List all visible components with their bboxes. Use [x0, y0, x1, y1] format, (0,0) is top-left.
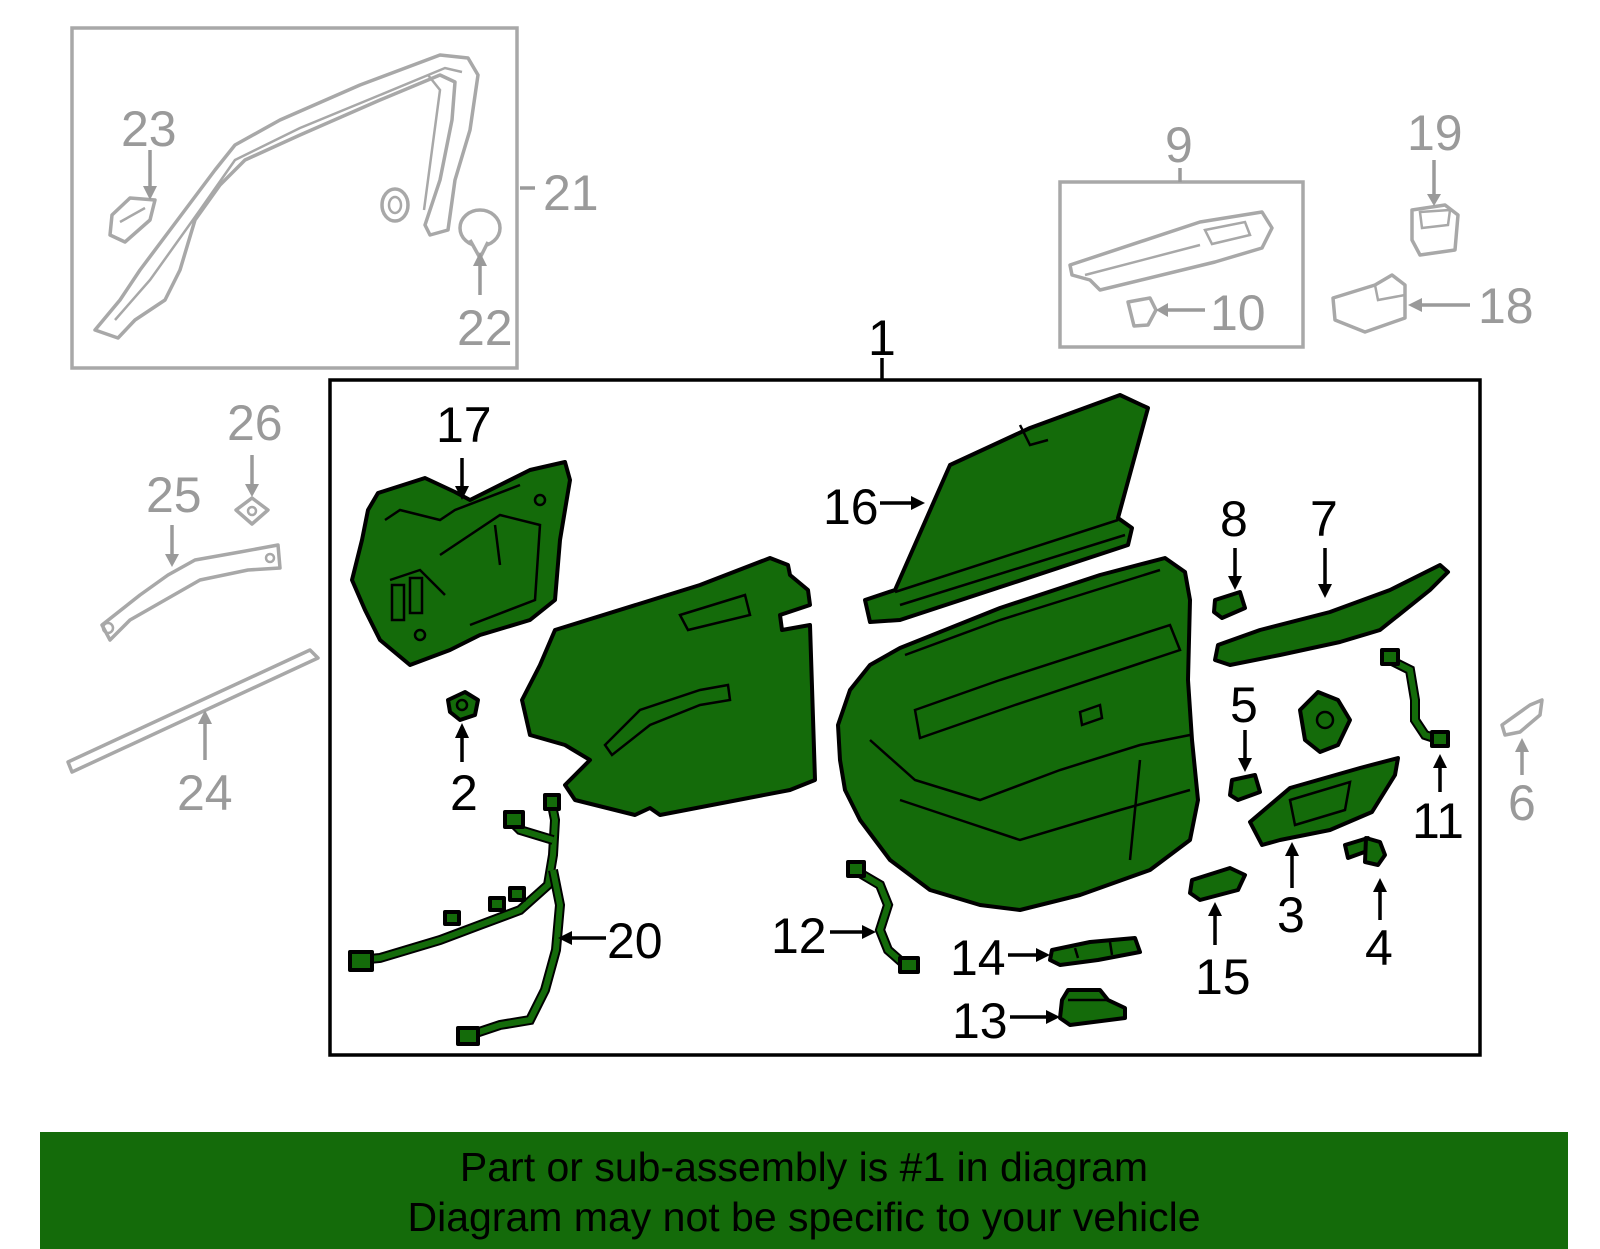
part-5-clip[interactable]	[1228, 773, 1262, 802]
callout-18: 18	[1478, 278, 1534, 334]
callout-22: 22	[457, 300, 513, 356]
part-2-grommet[interactable]	[446, 690, 480, 722]
callout-25: 25	[146, 467, 202, 523]
callout-6: 6	[1508, 775, 1536, 831]
part-15-lamp[interactable]	[1188, 866, 1247, 902]
callout-7: 7	[1310, 491, 1338, 547]
part-22-fastener[interactable]	[458, 208, 502, 260]
part-16-upper-trim[interactable]	[863, 393, 1150, 624]
callout-5: 5	[1230, 677, 1258, 733]
info-banner: Part or sub-assembly is #1 in diagram Di…	[40, 1132, 1568, 1249]
part-13-switch[interactable]	[1058, 988, 1127, 1027]
part-20-wiring-harness[interactable]	[348, 793, 566, 1046]
banner-line-2: Diagram may not be specific to your vehi…	[407, 1194, 1201, 1240]
part-25-bracket[interactable]	[100, 543, 282, 642]
callout-13: 13	[952, 993, 1008, 1049]
part-8-clip[interactable]	[1212, 590, 1247, 620]
callout-16: 16	[823, 479, 879, 535]
part-6-cap[interactable]	[1500, 698, 1544, 737]
callout-3: 3	[1277, 887, 1305, 943]
part-23-clip[interactable]	[108, 196, 157, 244]
callout-4: 4	[1365, 920, 1393, 976]
part-7-armrest-pad[interactable]	[1213, 563, 1450, 667]
part-11-connector-harness[interactable]	[1380, 648, 1450, 748]
callout-9: 9	[1165, 117, 1193, 173]
callout-15: 15	[1195, 949, 1251, 1005]
part-26-clip[interactable]	[234, 496, 270, 526]
callout-8: 8	[1220, 491, 1248, 547]
part-21-window-frame[interactable]	[93, 53, 480, 340]
part-12-connector-harness[interactable]	[846, 860, 920, 974]
callout-1: 1	[868, 310, 896, 366]
callout-11: 11	[1412, 793, 1464, 849]
callout-10: 10	[1210, 285, 1266, 341]
callout-21: 21	[543, 165, 599, 221]
part-9-switch-bezel[interactable]	[1068, 210, 1274, 292]
part-17-water-deflector[interactable]	[350, 460, 572, 667]
callout-24: 24	[177, 765, 233, 821]
insulator-panel[interactable]	[520, 556, 817, 817]
part-14-switch[interactable]	[1048, 936, 1142, 967]
part-10-clip[interactable]	[1126, 296, 1158, 328]
callout-20: 20	[607, 913, 663, 969]
callout-26: 26	[227, 395, 283, 451]
part-18-switch[interactable]	[1331, 273, 1407, 334]
callout-19: 19	[1407, 105, 1463, 161]
callout-17: 17	[436, 397, 492, 453]
part-3-handle-bezel[interactable]	[1248, 756, 1400, 847]
banner-line-1: Part or sub-assembly is #1 in diagram	[459, 1144, 1149, 1190]
part-19-switch[interactable]	[1410, 203, 1460, 257]
part-4-bolt[interactable]	[1343, 836, 1387, 867]
callout-12: 12	[771, 908, 827, 964]
callout-14: 14	[950, 930, 1006, 986]
callout-2: 2	[450, 765, 478, 821]
group-box-21	[70, 26, 519, 370]
main-door-trim-panel[interactable]	[836, 556, 1200, 912]
main-assembly-box	[328, 378, 1482, 1057]
handle-bracket[interactable]	[1298, 690, 1352, 754]
part-24-weatherstrip[interactable]	[66, 648, 320, 774]
callout-23: 23	[121, 101, 177, 157]
